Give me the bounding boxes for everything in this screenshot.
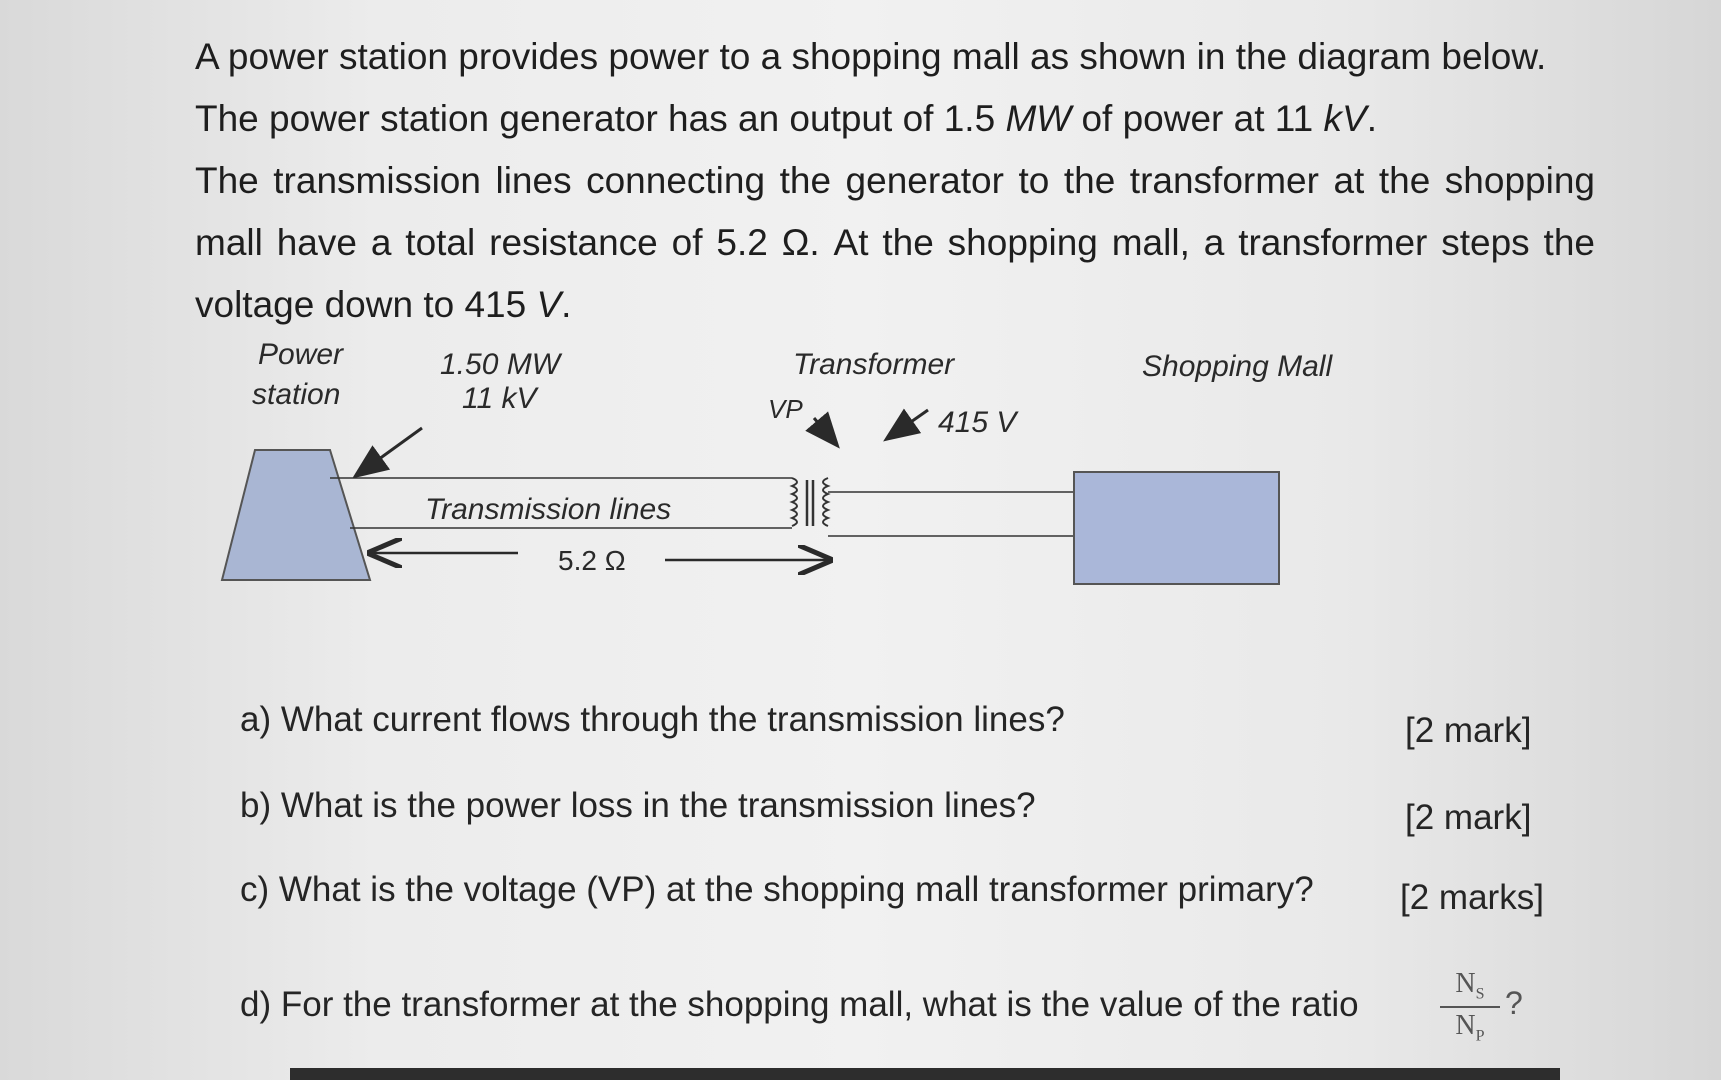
ratio-numerator: NS <box>1440 968 1500 1008</box>
question-c-marks: [2 marks] <box>1400 878 1544 917</box>
intro-line-3-text: The transmission lines connecting the ge… <box>195 160 1595 325</box>
shopping-mall-label: Shopping Mall <box>1142 350 1333 383</box>
unit-v: V <box>536 284 562 325</box>
question-d: d) For the transformer at the shopping m… <box>240 985 1359 1024</box>
power-station-pointer <box>352 426 423 479</box>
ratio-numerator-sub: S <box>1475 985 1485 1003</box>
vp-label: VP <box>768 394 803 424</box>
diagram-graphics <box>220 408 1280 585</box>
intro-line-2-mid: of power at 11 <box>1071 98 1324 139</box>
transmission-lines-label: Transmission lines <box>425 493 672 526</box>
resistance-label: 5.2 Ω <box>558 545 626 576</box>
secondary-voltage-label: 415 V <box>938 406 1017 439</box>
ratio-numerator-symbol: N <box>1455 968 1476 999</box>
secondary-coil <box>822 477 831 527</box>
output-power-label: 1.50 MW <box>440 348 561 381</box>
ratio-denominator: NP <box>1440 1008 1500 1046</box>
secondary-voltage-pointer <box>883 408 929 442</box>
question-c: c) What is the voltage (VP) at the shopp… <box>240 870 1314 909</box>
ratio-question-mark: ? <box>1505 985 1523 1021</box>
intro-line-2-end: . <box>1366 98 1377 139</box>
question-a-marks: [2 mark] <box>1405 711 1532 750</box>
page-bottom-bar <box>290 1068 1560 1080</box>
question-b-marks: [2 mark] <box>1405 798 1532 837</box>
primary-coil <box>789 477 798 527</box>
unit-kv: kV <box>1323 98 1367 139</box>
intro-line-3-end: . <box>561 284 572 325</box>
intro-line-1: A power station provides power to a shop… <box>195 36 1547 77</box>
power-station-label-1: Power <box>258 338 344 371</box>
intro-line-2-text: The power station generator has an outpu… <box>195 98 1006 139</box>
intro-line-2: The power station generator has an outpu… <box>195 88 1595 150</box>
problem-statement: A power station provides power to a shop… <box>195 26 1595 336</box>
output-voltage-label: 11 kV <box>462 382 537 415</box>
power-station-label-2: station <box>252 378 341 411</box>
turns-ratio-fraction: NS NP <box>1440 968 1500 1045</box>
intro-line-3: The transmission lines connecting the ge… <box>195 150 1595 336</box>
question-b: b) What is the power loss in the transmi… <box>240 786 1036 825</box>
transformer-label: Transformer <box>793 348 955 381</box>
question-a: a) What current flows through the transm… <box>240 700 1065 739</box>
vp-pointer <box>805 411 840 449</box>
unit-mw: MW <box>1005 98 1072 139</box>
ratio-denominator-symbol: N <box>1455 1009 1476 1041</box>
power-station-shape <box>220 449 372 581</box>
circuit-diagram: Power station 1.50 MW 11 kV Transformer … <box>200 338 1400 610</box>
ratio-denominator-sub: P <box>1475 1027 1485 1045</box>
shopping-mall-shape <box>1073 471 1280 585</box>
